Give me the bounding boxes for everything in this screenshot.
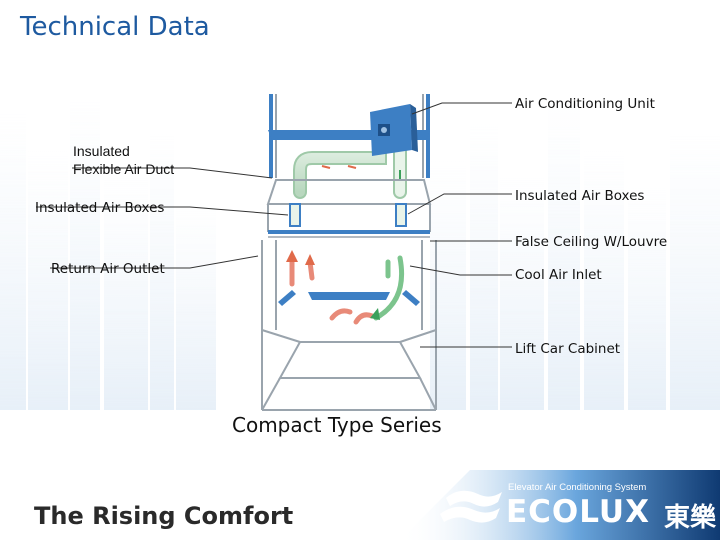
label-insulated-flexible-air-duct-line2: Flexible Air Duct	[73, 161, 175, 177]
leader-lines	[36, 102, 512, 348]
page-title: Technical Data	[20, 12, 210, 42]
brand-name: ECOLUX	[506, 494, 651, 530]
label-insulated-flexible-air-duct: Insulated Flexible Air Duct	[73, 142, 174, 178]
label-insulated-air-boxes-right: Insulated Air Boxes	[515, 188, 645, 204]
label-insulated-air-boxes-left: Insulated Air Boxes	[35, 200, 165, 216]
brand-subtitle: Elevator Air Conditioning System	[508, 482, 647, 493]
label-air-conditioning-unit: Air Conditioning Unit	[515, 96, 655, 112]
insulated-air-box-shapes	[289, 203, 407, 227]
label-insulated-flexible-air-duct-line1: Insulated	[73, 143, 130, 159]
brand-cjk: 東樂	[664, 503, 717, 533]
slogan-text: The Rising Comfort	[34, 502, 294, 530]
louvre-bars	[278, 290, 420, 306]
car-roof	[266, 179, 432, 232]
label-false-ceiling: False Ceiling W/Louvre	[515, 234, 668, 250]
label-cool-air-inlet: Cool Air Inlet	[515, 267, 602, 283]
ecolux-logo-icon	[440, 490, 502, 523]
label-lift-car-cabinet: Lift Car Cabinet	[515, 341, 621, 357]
city-skyline-background	[0, 95, 720, 410]
air-conditioning-unit-shape	[370, 104, 418, 156]
false-ceiling-shape	[268, 230, 430, 238]
cool-air-arrows	[373, 255, 405, 321]
flexible-air-duct	[293, 133, 407, 199]
lift-car-cabinet-shape	[261, 240, 437, 411]
label-return-air-outlet: Return Air Outlet	[51, 261, 165, 277]
return-air-arrows	[289, 255, 375, 325]
diagram-caption: Compact Type Series	[232, 413, 442, 437]
